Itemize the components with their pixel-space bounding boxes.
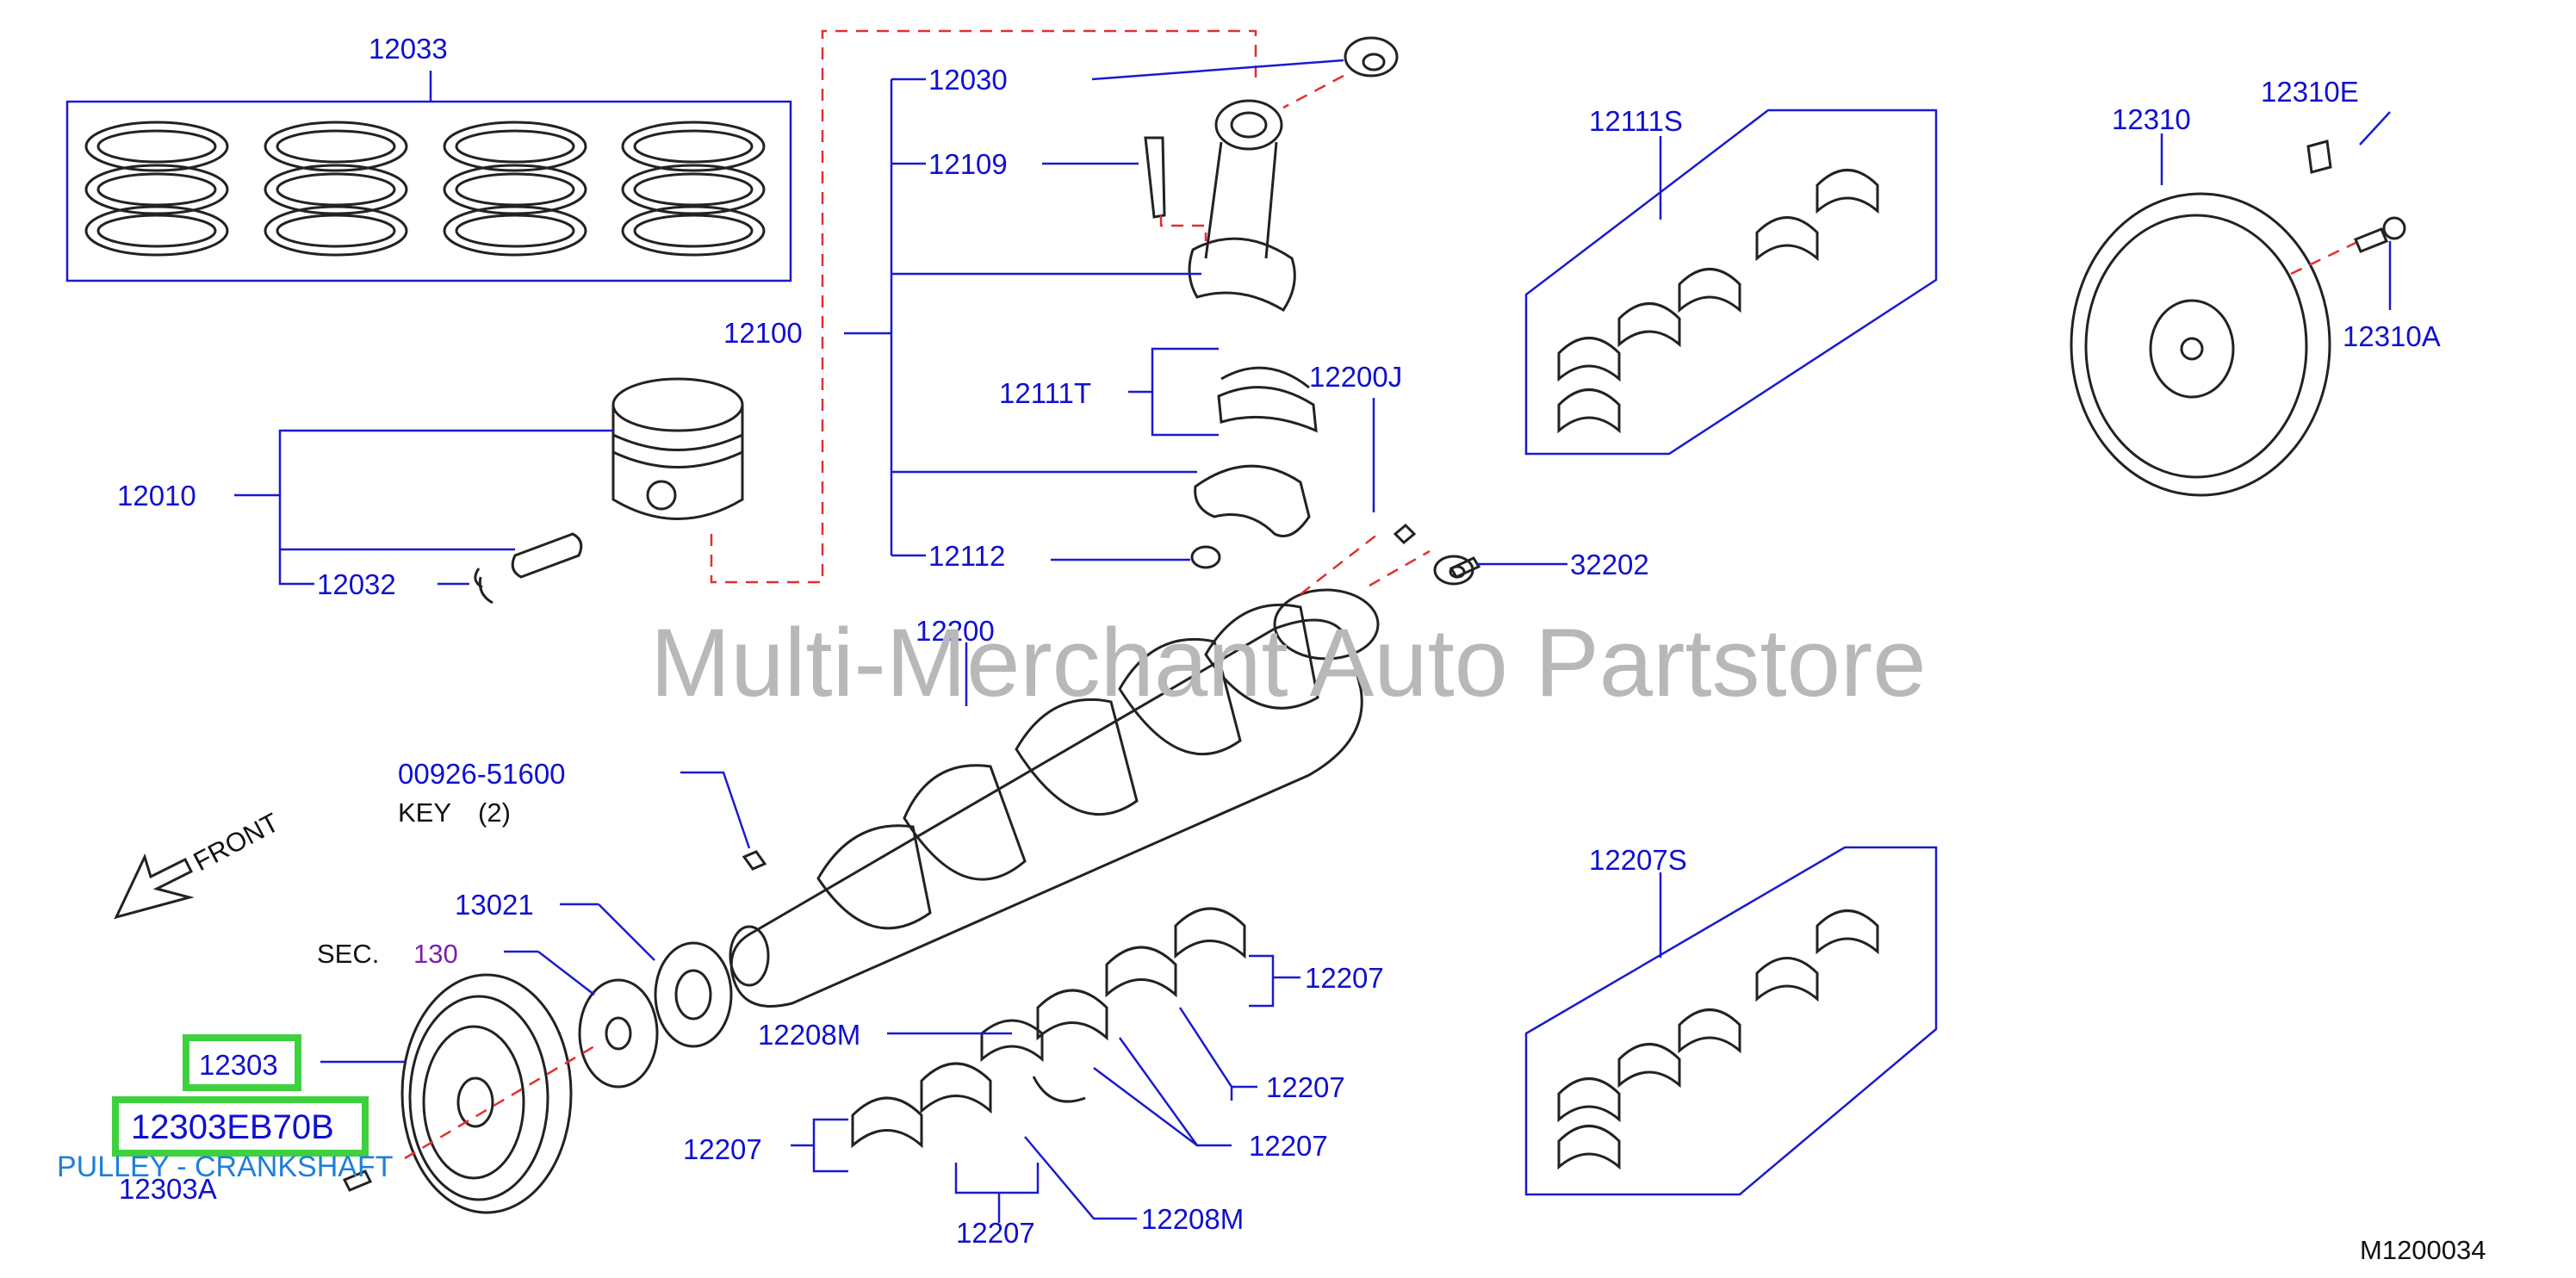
callout-12310E[interactable]: 12310E [2261,76,2359,108]
callout-12207-c[interactable]: 12207 [1249,1130,1328,1162]
connecting-rod-assembly[interactable]: 12030 12109 12100 12111T 12200J 12112 [723,36,1417,572]
highlight-box-oem-number [112,1096,369,1157]
callout-12200[interactable]: 12200 [916,615,995,647]
diagram-code: M1200034 [2360,1235,2486,1265]
callout-32202[interactable]: 32202 [1570,549,1649,580]
callout-12100[interactable]: 12100 [723,317,803,349]
watermark-text: Multi-Merchant Auto Partstore [650,609,1926,717]
pulley-assembly[interactable]: 13021 SEC. 130 12303A [119,889,733,1214]
callout-12010[interactable]: 12010 [117,480,196,512]
callout-12207-a[interactable]: 12207 [1305,962,1384,994]
callout-12207-e[interactable]: 12207 [956,1217,1035,1249]
key-qty: (2) [478,797,511,828]
highlight-part-number[interactable]: 12303 [199,1049,278,1081]
callout-12208M-a[interactable]: 12208M [758,1019,860,1051]
callout-12208M-b[interactable]: 12208M [1141,1203,1244,1235]
callout-12207-d[interactable]: 12207 [683,1133,762,1165]
key-part-number[interactable]: 00926-51600 [398,758,566,790]
callout-12109[interactable]: 12109 [928,148,1008,180]
callout-12207S[interactable]: 12207S [1589,844,1687,876]
sec-number[interactable]: 130 [413,939,458,969]
callout-12111T[interactable]: 12111T [999,377,1091,409]
sec-label: SEC. [317,939,379,969]
piston-rings-group[interactable]: 12033 [65,33,792,282]
main-bearings-12207S[interactable]: 12207S [1524,844,1938,1196]
callout-12200J[interactable]: 12200J [1309,361,1402,393]
callout-12303A[interactable]: 12303A [119,1173,217,1205]
front-label: FRONT [189,807,284,877]
key-label: KEY [398,797,451,828]
callout-12310A[interactable]: 12310A [2343,320,2441,352]
callout-12111S[interactable]: 12111S [1589,105,1683,137]
highlight-description[interactable]: PULLEY - CRANKSHAFT [57,1151,393,1183]
callout-12030[interactable]: 12030 [928,64,1008,96]
callout-12033[interactable]: 12033 [369,33,448,65]
flywheel-assembly[interactable]: 12310 12310E 12310A [2070,76,2441,497]
main-bearings-12111S[interactable]: 12111S [1524,105,1938,456]
highlight-oem-number[interactable]: 12303EB70B [131,1108,334,1146]
callout-12310[interactable]: 12310 [2112,103,2191,135]
callout-12207-b[interactable]: 12207 [1266,1071,1345,1103]
main-bearing-shells-12207[interactable]: 12207 12208M 12207 12207 12207 12207 122… [683,907,1384,1249]
crankshaft[interactable]: 32202 12200 00926-51600 KEY (2) [398,533,1649,1008]
highlight-box-part-number [183,1034,301,1091]
highlighted-part[interactable]: 12303 12303EB70B PULLEY - CRANKSHAFT [57,1034,393,1183]
front-direction-indicator: FRONT [114,807,284,920]
callout-12112[interactable]: 12112 [928,540,1005,572]
callout-13021[interactable]: 13021 [455,889,534,921]
callout-12032[interactable]: 12032 [317,568,396,600]
piston-assembly[interactable]: 12010 12032 [117,29,1257,605]
